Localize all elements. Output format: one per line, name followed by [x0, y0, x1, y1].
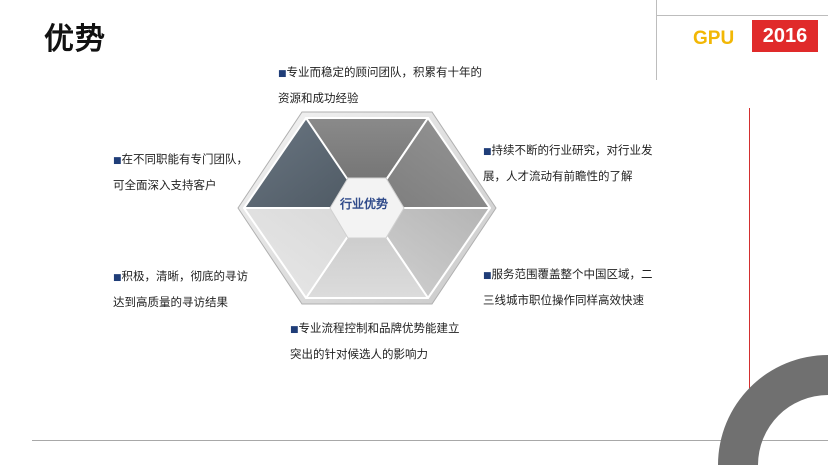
header-divider-horizontal — [656, 15, 828, 16]
advantage-item-top: ■专业而稳定的顾问团队，积累有十年的资源和成功经验 — [278, 60, 488, 110]
advantage-item-top-left: ■在不同职能有专门团队，可全面深入支持客户 — [113, 147, 259, 197]
diagram-center-label: 行业优势 — [339, 197, 388, 211]
advantage-text: 在不同职能有专门团队，可全面深入支持客户 — [113, 152, 249, 192]
bullet-icon: ■ — [290, 325, 299, 335]
advantage-item-top-right: ■持续不断的行业研究，对行业发展，人才流动有前瞻性的了解 — [483, 138, 655, 188]
bullet-icon: ■ — [113, 273, 122, 283]
footer-divider — [32, 440, 828, 441]
advantage-item-bottom-right: ■服务范围覆盖整个中国区域，二三线城市职位操作同样高效快速 — [483, 262, 658, 312]
advantage-text: 专业流程控制和品牌优势能建立突出的针对候选人的影响力 — [290, 321, 460, 361]
page-title: 优势 — [44, 22, 106, 57]
advantage-text: 专业而稳定的顾问团队，积累有十年的资源和成功经验 — [278, 65, 483, 105]
bullet-icon: ■ — [483, 271, 492, 281]
advantage-item-bottom: ■专业流程控制和品牌优势能建立突出的针对候选人的影响力 — [290, 316, 465, 366]
bullet-icon: ■ — [278, 69, 287, 79]
advantage-text: 服务范围覆盖整个中国区域，二三线城市职位操作同样高效快速 — [483, 267, 653, 307]
year-badge: 2016 — [752, 20, 818, 52]
advantage-item-bottom-left: ■积极，清晰，彻底的寻访达到高质量的寻访结果 — [113, 264, 259, 314]
bullet-icon: ■ — [483, 147, 492, 157]
hex-center — [329, 177, 405, 239]
year-badge-text: 2016 — [762, 24, 808, 47]
header-divider-vertical — [656, 0, 657, 80]
brand-logo-text: GPU — [693, 28, 735, 49]
bullet-icon: ■ — [113, 156, 122, 166]
hex-segment-bottom-left — [243, 207, 368, 299]
hexagon-diagram — [237, 111, 497, 305]
accent-line — [749, 108, 750, 465]
decorative-arc — [718, 355, 828, 465]
advantage-text: 持续不断的行业研究，对行业发展，人才流动有前瞻性的了解 — [483, 143, 653, 183]
advantage-text: 积极，清晰，彻底的寻访达到高质量的寻访结果 — [113, 269, 249, 309]
